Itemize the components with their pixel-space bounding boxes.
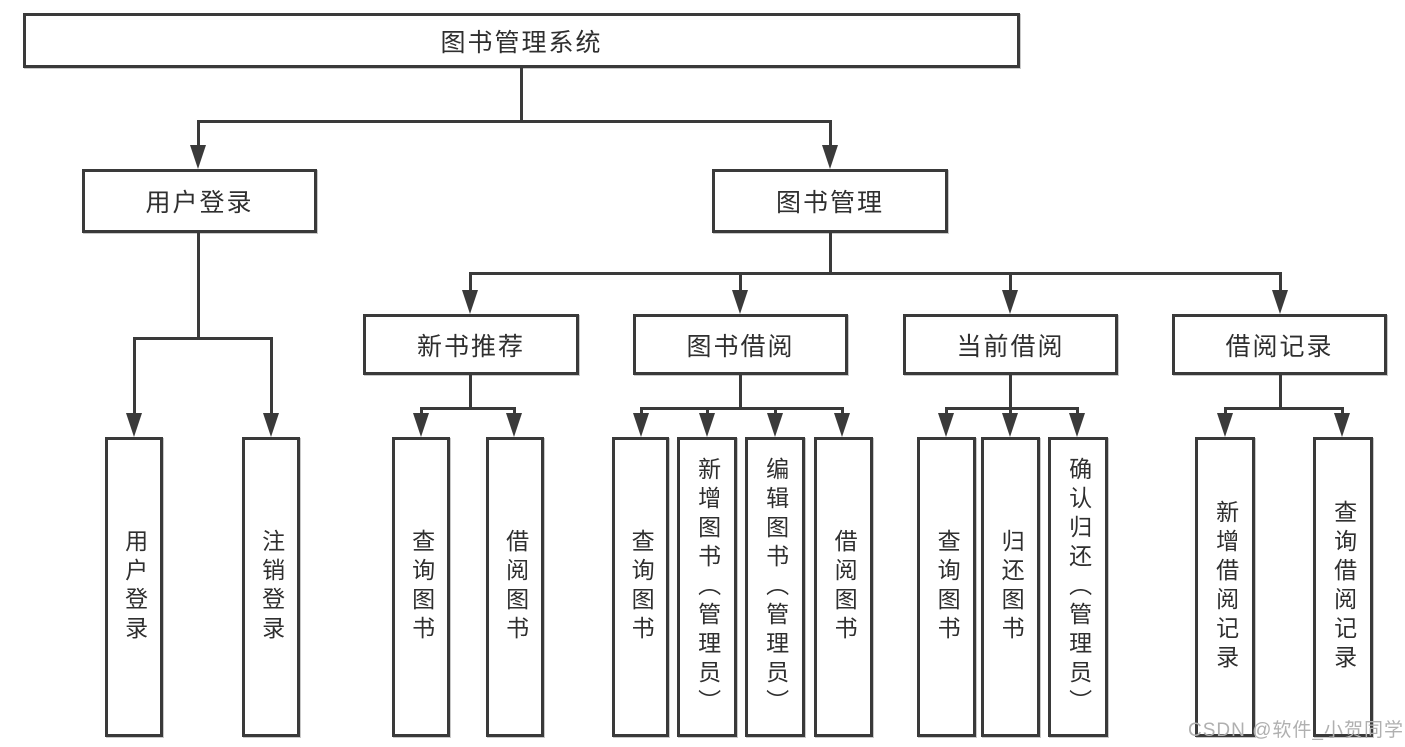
node-label: 图书管理 — [775, 189, 884, 217]
node-label: 用户登录 — [121, 529, 148, 645]
connector-line — [513, 407, 516, 417]
node-book-management: 图书管理 — [712, 169, 948, 233]
connector-line — [739, 375, 742, 410]
arrow-down-icon — [1334, 413, 1350, 437]
arrow-down-icon — [263, 413, 279, 437]
node-label: 确认归还（管理员） — [1065, 456, 1092, 718]
connector-line — [197, 233, 200, 340]
arrow-down-icon — [462, 290, 478, 314]
node-label: 借阅图书 — [502, 529, 529, 645]
arrow-down-icon — [633, 413, 649, 437]
arrow-down-icon — [190, 145, 206, 169]
connector-line — [420, 407, 516, 410]
connector-line — [469, 272, 472, 292]
connector-line — [774, 407, 777, 417]
node-label: 新增借阅记录 — [1212, 500, 1239, 674]
connector-line — [640, 407, 844, 410]
arrow-down-icon — [732, 290, 748, 314]
node-label: 查询图书 — [934, 529, 961, 645]
node-library-management-system: 图书管理系统 — [23, 13, 1020, 68]
connector-line — [706, 407, 709, 417]
node-label: 借阅记录 — [1225, 332, 1334, 361]
node-label: 图书管理系统 — [440, 28, 603, 57]
connector-line — [270, 337, 273, 415]
node-leaf-add-borrow-record: 新增借阅记录 — [1195, 437, 1255, 737]
connector-line — [1279, 375, 1282, 410]
arrow-down-icon — [413, 413, 429, 437]
connector-line — [1224, 407, 1227, 417]
connector-line — [1076, 407, 1079, 417]
connector-line — [520, 68, 523, 123]
node-leaf-user-login: 用户登录 — [105, 437, 163, 737]
node-leaf-query-borrow-record: 查询借阅记录 — [1313, 437, 1373, 737]
node-leaf-edit-books-admin: 编辑图书（管理员） — [745, 437, 805, 737]
node-label: 当前借阅 — [956, 332, 1065, 361]
node-user-login: 用户登录 — [82, 169, 317, 233]
connector-line — [469, 272, 1282, 275]
arrow-down-icon — [938, 413, 954, 437]
arrow-down-icon — [1002, 290, 1018, 314]
arrow-down-icon — [822, 145, 838, 169]
node-leaf-query-books-2: 查询图书 — [612, 437, 669, 737]
connector-line — [945, 407, 948, 417]
watermark: CSDN @软件_小贺同学 — [1188, 720, 1404, 741]
node-leaf-query-books-3: 查询图书 — [917, 437, 976, 737]
arrow-down-icon — [1002, 413, 1018, 437]
connector-line — [1224, 407, 1344, 410]
connector-line — [197, 120, 200, 148]
node-label: 查询图书 — [628, 529, 655, 645]
node-book-borrowing: 图书借阅 — [633, 314, 848, 375]
node-label: 注销登录 — [258, 529, 285, 645]
node-label: 新增图书（管理员） — [694, 456, 721, 718]
node-new-book-recommendation: 新书推荐 — [363, 314, 579, 375]
connector-line — [640, 407, 643, 417]
node-leaf-add-books-admin: 新增图书（管理员） — [677, 437, 737, 737]
node-label: 用户登录 — [145, 189, 254, 217]
arrow-down-icon — [1272, 290, 1288, 314]
connector-line — [1009, 272, 1012, 292]
arrow-down-icon — [834, 413, 850, 437]
arrow-down-icon — [126, 413, 142, 437]
node-borrowing-records: 借阅记录 — [1172, 314, 1387, 375]
connector-line — [133, 337, 136, 415]
node-current-borrowing: 当前借阅 — [903, 314, 1118, 375]
connector-line — [420, 407, 423, 417]
connector-line — [739, 272, 742, 292]
node-leaf-return-books: 归还图书 — [981, 437, 1040, 737]
node-leaf-logout: 注销登录 — [242, 437, 300, 737]
node-label: 查询借阅记录 — [1330, 500, 1357, 674]
node-label: 新书推荐 — [416, 332, 525, 361]
connector-line — [133, 337, 273, 340]
connector-line — [469, 375, 472, 410]
connector-line — [197, 120, 832, 123]
connector-line — [945, 407, 1079, 410]
node-label: 图书借阅 — [686, 332, 795, 361]
node-leaf-borrow-books-2: 借阅图书 — [814, 437, 873, 737]
connector-line — [1341, 407, 1344, 417]
node-label: 归还图书 — [998, 529, 1025, 645]
arrow-down-icon — [699, 413, 715, 437]
arrow-down-icon — [506, 413, 522, 437]
connector-line — [829, 233, 832, 275]
arrow-down-icon — [767, 413, 783, 437]
node-leaf-borrow-books-1: 借阅图书 — [486, 437, 544, 737]
node-label: 编辑图书（管理员） — [762, 456, 789, 718]
node-label: 借阅图书 — [831, 529, 858, 645]
node-label: 查询图书 — [408, 529, 435, 645]
connector-line — [1279, 272, 1282, 292]
node-leaf-confirm-return-admin: 确认归还（管理员） — [1048, 437, 1108, 737]
connector-line — [841, 407, 844, 417]
arrow-down-icon — [1069, 413, 1085, 437]
connector-line — [1009, 375, 1012, 410]
node-leaf-query-books-1: 查询图书 — [392, 437, 450, 737]
arrow-down-icon — [1217, 413, 1233, 437]
connector-line — [829, 120, 832, 148]
connector-line — [1009, 407, 1012, 417]
